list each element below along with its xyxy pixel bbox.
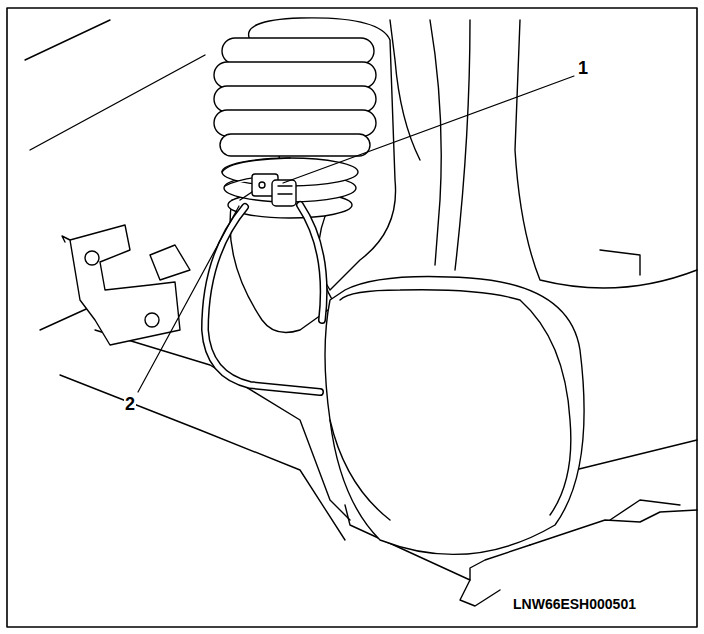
bellows-hose bbox=[214, 38, 376, 156]
mounting-bracket bbox=[62, 225, 190, 345]
wire-harness bbox=[205, 205, 324, 392]
callout-number: 1 bbox=[577, 58, 589, 78]
body-panel bbox=[25, 20, 697, 606]
figure-frame bbox=[7, 8, 697, 627]
intake-elbow bbox=[230, 200, 335, 332]
resonator bbox=[325, 277, 584, 555]
leader-line bbox=[283, 76, 574, 183]
leader-line bbox=[138, 206, 239, 392]
figure-code: LNW66ESH000501 bbox=[512, 596, 637, 612]
callout-number: 2 bbox=[124, 394, 136, 414]
sensor-connector bbox=[240, 174, 296, 206]
